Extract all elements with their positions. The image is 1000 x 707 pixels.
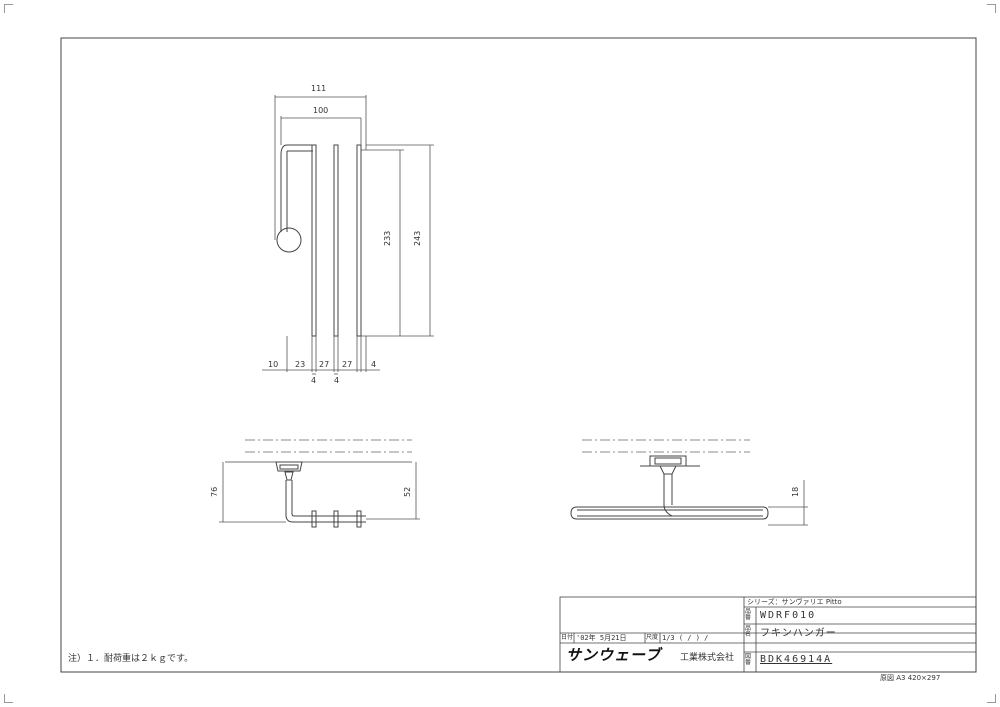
corner-mark xyxy=(987,694,996,703)
product-no-label: 品番 xyxy=(745,608,752,621)
dim-bottom-27b: 27 xyxy=(342,360,353,369)
dim-sub-4b: 4 xyxy=(334,376,340,385)
date-label: 日付 xyxy=(561,634,574,641)
mount-circle xyxy=(276,227,302,253)
product-name-label: 品名 xyxy=(745,625,752,638)
dim-bottom-27a: 27 xyxy=(319,360,330,369)
corner-mark xyxy=(4,4,13,13)
dim-100: 100 xyxy=(313,106,329,115)
drawing-no: BDK46914A xyxy=(760,654,833,665)
dim-sub-4a: 4 xyxy=(311,376,317,385)
series-label: シリーズ：サンヴァリエ Pitto xyxy=(747,598,842,606)
dim-111: 111 xyxy=(311,84,327,93)
dim-233: 233 xyxy=(383,230,392,246)
original-size: 原図 A3 420×297 xyxy=(880,674,941,682)
dim-52: 52 xyxy=(403,486,412,497)
title-block xyxy=(559,596,977,673)
dim-bottom-23: 23 xyxy=(295,360,306,369)
dim-76: 76 xyxy=(210,486,219,497)
scale-label: 尺度 xyxy=(646,634,659,641)
date-value: '02年 5月21日 xyxy=(576,634,627,642)
front-view xyxy=(219,439,420,528)
corner-mark xyxy=(4,694,13,703)
dim-243: 243 xyxy=(413,230,422,246)
dim-bottom-4: 4 xyxy=(371,360,377,369)
company-suffix: 工業株式会社 xyxy=(680,653,735,663)
scale-value: 1/3 ( / ) / xyxy=(662,634,709,642)
corner-mark xyxy=(987,4,996,13)
top-view xyxy=(262,95,434,375)
dim-bottom-10: 10 xyxy=(268,360,279,369)
drawing-no-label: 図番 xyxy=(745,653,752,666)
sheet-border xyxy=(60,37,977,673)
product-no: WDRF010 xyxy=(760,610,817,621)
company-logo: サンウェーブ xyxy=(566,646,662,664)
dim-18: 18 xyxy=(791,486,800,497)
note-text: 注）１．耐荷重は２ｋｇです。 xyxy=(68,654,194,664)
side-view xyxy=(570,439,808,526)
product-name: フキンハンガー xyxy=(760,628,837,639)
